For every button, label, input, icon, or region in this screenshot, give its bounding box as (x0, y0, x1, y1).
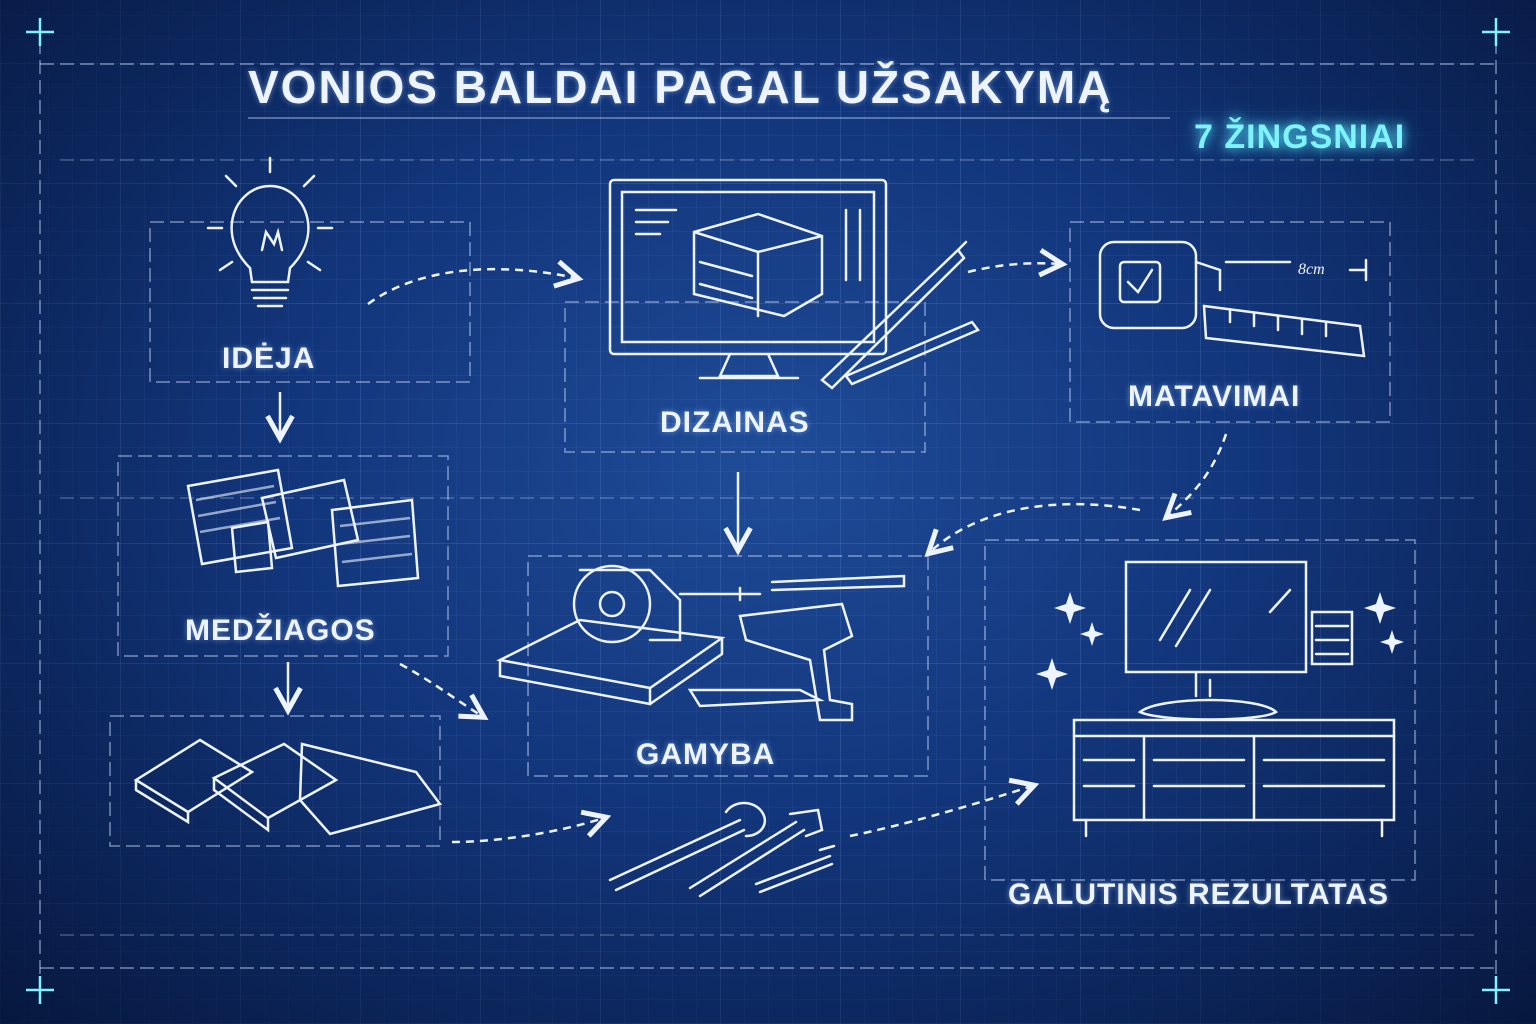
corner-marks (26, 18, 1510, 1004)
frame-lines (39, 40, 1500, 990)
bathroom-vanity-icon (1072, 560, 1396, 838)
step-label-medziagos: MEDŽIAGOS (185, 614, 376, 647)
step-label-dizainas: DIZAINAS (660, 406, 810, 439)
page-title: VONIOS BALDAI PAGAL UŽSAKYMĄ (248, 61, 1113, 113)
flow-arrows (280, 263, 1228, 844)
steps-badge: 7 ŽINGSNIAI (1194, 118, 1406, 156)
monitor-design-icon (608, 178, 980, 390)
tape-measure-icon (1098, 240, 1368, 358)
step-label-galutinis-rezultatas: GALUTINIS REZULTATAS (1008, 878, 1390, 911)
production-tools-icon (496, 564, 906, 722)
material-samples-icon (186, 468, 420, 588)
hand-tools-icon (608, 801, 836, 898)
measure-mark: 8cm (1298, 261, 1325, 278)
lightbulb-icon (206, 156, 334, 308)
step-label-gamyba: GAMYBA (636, 738, 776, 771)
panels-stack-icon (133, 738, 443, 836)
sparkle-icons (1036, 592, 1404, 690)
step-label-ideja: IDĖJA (222, 342, 316, 375)
step-label-matavimai: MATAVIMAI (1128, 380, 1301, 413)
